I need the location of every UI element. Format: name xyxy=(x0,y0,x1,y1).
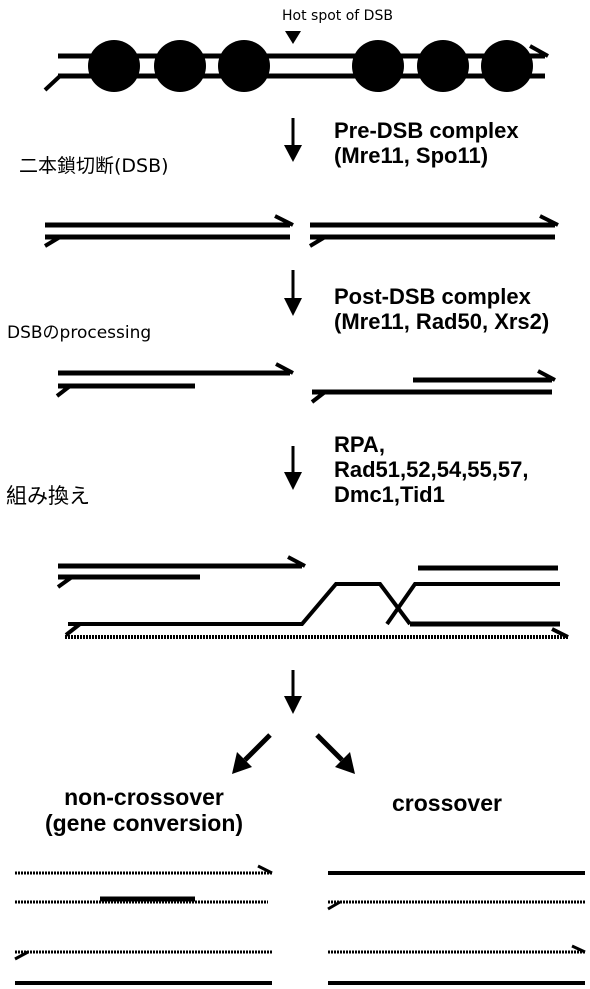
crossover-label: crossover xyxy=(392,790,502,816)
complex-label-pre-dsb: Pre-DSB complex (Mre11, Spo11) xyxy=(334,118,519,168)
complex-line: Dmc1,Tid1 xyxy=(334,482,528,507)
down-arrow-icon xyxy=(284,670,302,714)
step-label-processing: DSBのprocessing xyxy=(7,318,151,343)
complex-line: (Mre11, Rad50, Xrs2) xyxy=(334,309,549,334)
complex-label-post-dsb: Post-DSB complex (Mre11, Rad50, Xrs2) xyxy=(334,284,549,334)
complex-line: Post-DSB complex xyxy=(334,284,549,309)
complex-line: Pre-DSB complex xyxy=(334,118,519,143)
outcome-line: non-crossover xyxy=(10,784,278,810)
down-arrow-icon xyxy=(284,446,302,490)
complex-line: Rad51,52,54,55,57, xyxy=(334,457,528,482)
dsb-broken-duplex xyxy=(45,216,558,246)
complex-line: (Mre11, Spo11) xyxy=(334,143,519,168)
complex-line: RPA, xyxy=(334,432,528,457)
non-crossover-label: non-crossover (gene conversion) xyxy=(10,784,278,836)
non-crossover-products xyxy=(15,866,272,983)
down-arrow-icon xyxy=(284,270,302,316)
resected-duplex xyxy=(57,364,555,402)
step-label-recombination: 組み換え xyxy=(6,480,90,510)
down-arrow-icon xyxy=(284,118,302,162)
hotspot-label: Hot spot of DSB xyxy=(282,8,393,24)
diagonal-arrow-left-icon xyxy=(232,735,270,774)
complex-label-recombination-proteins: RPA, Rad51,52,54,55,57, Dmc1,Tid1 xyxy=(334,432,528,507)
hotspot-marker-icon xyxy=(285,31,301,44)
nucleosome-circles xyxy=(88,40,533,92)
step-label-dsb: 二本鎖切断(DSB) xyxy=(19,151,169,178)
diagonal-arrow-right-icon xyxy=(317,735,355,774)
crossover-products xyxy=(328,873,585,983)
outcome-line: (gene conversion) xyxy=(10,810,278,836)
strand-invasion-intermediate xyxy=(58,557,568,637)
